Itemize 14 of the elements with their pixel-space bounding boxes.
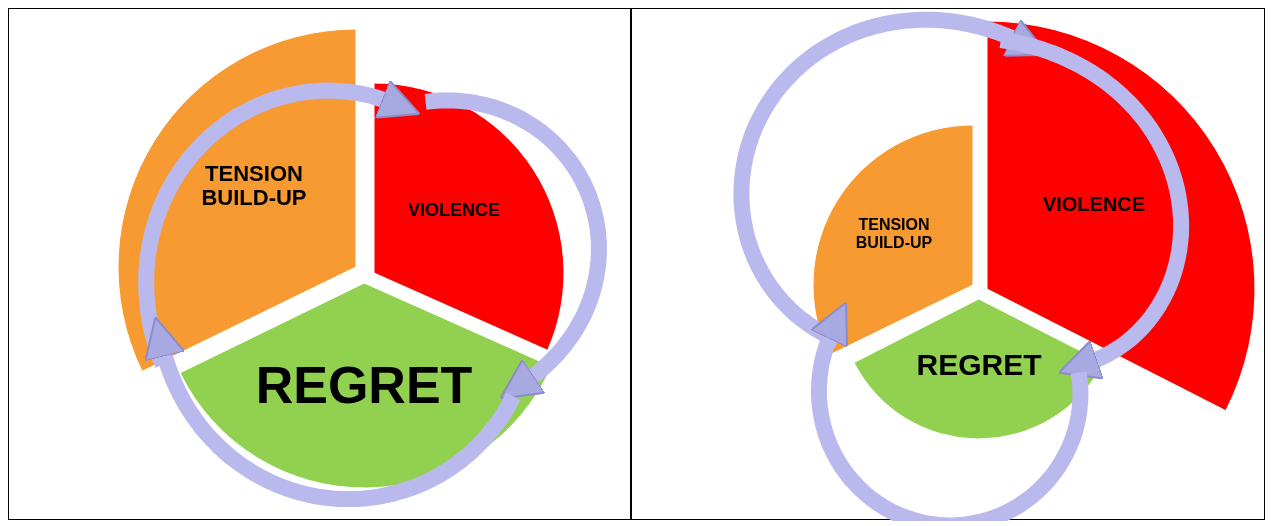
cycle-segment bbox=[854, 299, 1104, 439]
curved-arrow bbox=[809, 301, 1089, 521]
segment-label: VIOLENCE bbox=[1041, 193, 1147, 215]
curved-arrow bbox=[999, 32, 1190, 380]
segment-label: TENSION BUILD-UP bbox=[854, 216, 934, 252]
cycle-segment bbox=[813, 125, 973, 356]
cycle-segment bbox=[374, 83, 564, 351]
segment-label: TENSION BUILD-UP bbox=[200, 161, 308, 211]
segment-label: VIOLENCE bbox=[407, 201, 501, 221]
segment-label: REGRET bbox=[254, 357, 474, 415]
curved-arrow bbox=[138, 79, 421, 368]
segment-label: REGRET bbox=[915, 347, 1043, 381]
curved-arrow bbox=[424, 92, 607, 400]
curved-arrow bbox=[144, 316, 521, 508]
